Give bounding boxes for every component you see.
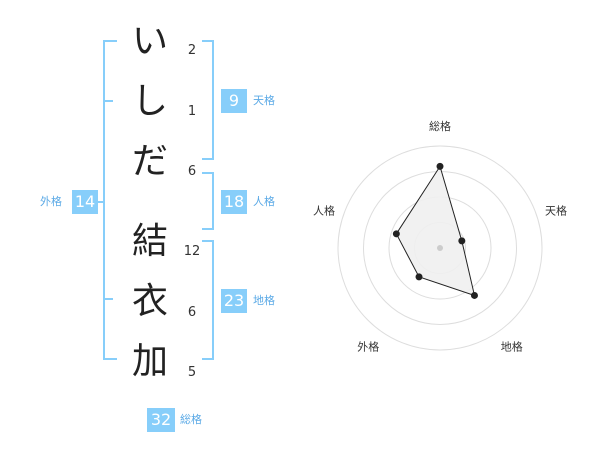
name-char-2: し: [131, 81, 168, 122]
name-char-6: 加: [131, 341, 168, 382]
radar-axis-label-4: 人格: [313, 203, 335, 217]
tenkaku-label: 天格: [253, 94, 275, 107]
chikaku-bracket-top: [202, 240, 214, 242]
radar-axis-label-0: 総格: [429, 119, 451, 133]
tenkaku-bracket-bottom: [202, 158, 214, 160]
gaikaku-bracket-top: [103, 40, 117, 42]
radar-points: [392, 162, 478, 299]
jinkaku-bracket-bottom: [202, 228, 214, 230]
soukaku-label: 総格: [180, 413, 202, 426]
name-char-4: 結: [131, 221, 168, 262]
tenkaku-bracket-top: [202, 40, 214, 42]
soukaku-badge: 32: [147, 408, 175, 432]
radar-axis-label-3: 外格: [357, 340, 379, 354]
radar-point-0: [436, 162, 444, 170]
radar-polygon: [395, 165, 476, 297]
name-char-1: い: [131, 21, 168, 62]
radar-point-1: [458, 237, 466, 245]
radar-point-3: [415, 273, 423, 281]
radar-point-4: [392, 230, 400, 238]
radar-axis-label-2: 地格: [501, 340, 523, 354]
chikaku-bracket-bottom: [202, 358, 214, 360]
gaikaku-bracket-mid-tick: [103, 100, 113, 102]
gaikaku-bracket-mid-tick-2: [103, 298, 113, 300]
gaikaku-badge: 14: [72, 190, 98, 214]
radar-center-dot: [437, 245, 443, 251]
chikaku-badge: 23: [221, 289, 247, 313]
stroke-count-1: 2: [187, 43, 197, 58]
stroke-count-2: 1: [187, 104, 197, 119]
jinkaku-bracket-vertical: [212, 172, 214, 230]
radar-point-2: [470, 291, 478, 299]
gaikaku-bracket-connector: [98, 201, 104, 203]
radar-ring-4: [337, 145, 543, 351]
stroke-count-5: 6: [187, 305, 197, 320]
radar-axis-label-1: 天格: [545, 203, 567, 217]
gaikaku-bracket-bottom: [103, 358, 117, 360]
gaikaku-bracket-vertical: [103, 40, 105, 360]
chikaku-label: 地格: [253, 294, 275, 307]
name-char-3: だ: [131, 141, 168, 182]
tenkaku-bracket-vertical: [212, 40, 214, 160]
stroke-count-6: 5: [187, 365, 197, 380]
stroke-count-4: 12: [183, 244, 201, 259]
jinkaku-bracket-top: [202, 172, 214, 174]
name-char-5: 衣: [131, 281, 168, 322]
gaikaku-label: 外格: [40, 195, 62, 208]
tenkaku-badge: 9: [221, 89, 247, 113]
chikaku-bracket-vertical: [212, 240, 214, 360]
jinkaku-label: 人格: [253, 195, 275, 208]
stroke-count-3: 6: [187, 164, 197, 179]
jinkaku-badge: 18: [221, 190, 247, 214]
